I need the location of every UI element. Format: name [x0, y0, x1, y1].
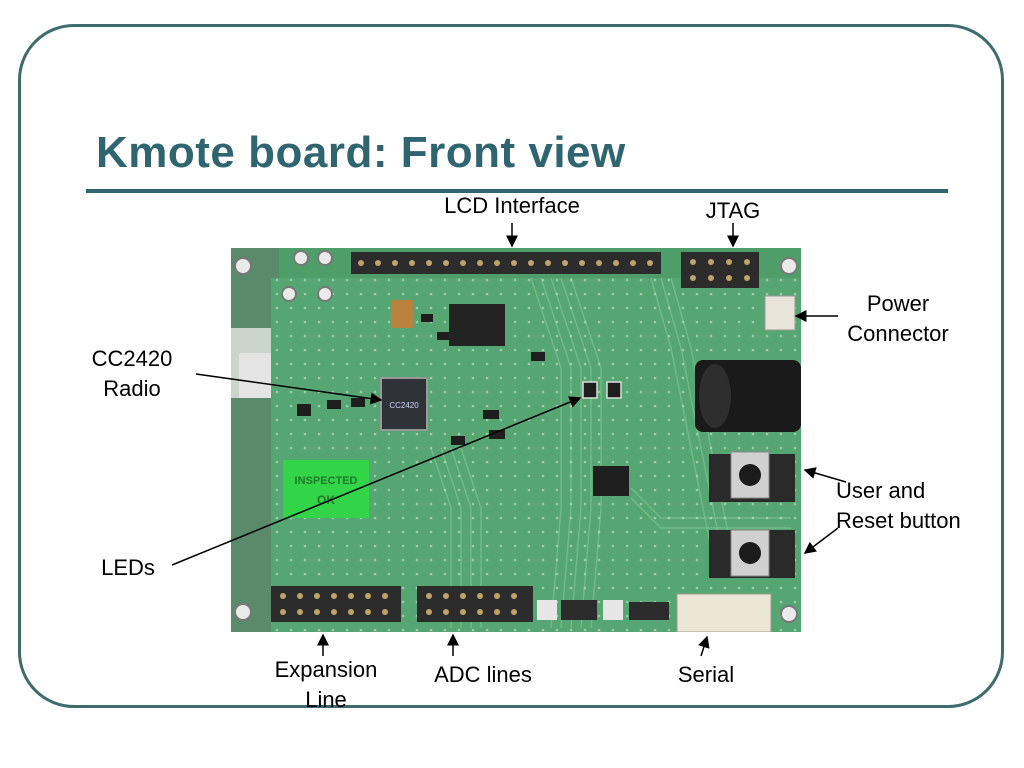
label-adc-lines: ADC lines [413, 660, 553, 690]
label-serial-text: Serial [677, 662, 735, 687]
sticker-line-1: INSPECTED [295, 475, 358, 487]
label-expansion-line-2: Line [305, 687, 347, 712]
label-leds: LEDs [86, 553, 170, 583]
label-radio-line-2: Radio [103, 376, 161, 401]
label-radio-line-1: CC2420 [91, 346, 173, 371]
label-button-line-1: User and [836, 478, 926, 503]
label-serial: Serial [660, 660, 752, 690]
label-cc2420-radio: CC2420 Radio [72, 344, 192, 404]
label-button-line-2: Reset button [836, 508, 961, 533]
label-jtag-text: JTAG [705, 198, 761, 223]
sticker-line-2: OK [317, 493, 335, 507]
label-lcd-interface-text: LCD Interface [444, 193, 580, 218]
label-expansion-line: Expansion Line [256, 655, 396, 715]
label-expansion-line-1: Expansion [274, 657, 378, 682]
label-power-line-2: Connector [847, 321, 949, 346]
label-lcd-interface: LCD Interface [420, 191, 604, 221]
label-power-line-1: Power [866, 291, 930, 316]
label-user-reset-button: User and Reset button [836, 476, 986, 536]
label-power-connector: Power Connector [830, 289, 966, 349]
slide-frame [18, 24, 1004, 708]
label-adc-text: ADC lines [434, 662, 532, 687]
label-leds-text: LEDs [101, 555, 155, 580]
kmote-board-photo: CC2420 INSPECTED OK [231, 248, 801, 632]
label-jtag: JTAG [690, 196, 776, 226]
slide-title: Kmote board: Front view [96, 128, 626, 177]
chip-label: CC2420 [389, 401, 419, 410]
title-divider [86, 189, 948, 193]
